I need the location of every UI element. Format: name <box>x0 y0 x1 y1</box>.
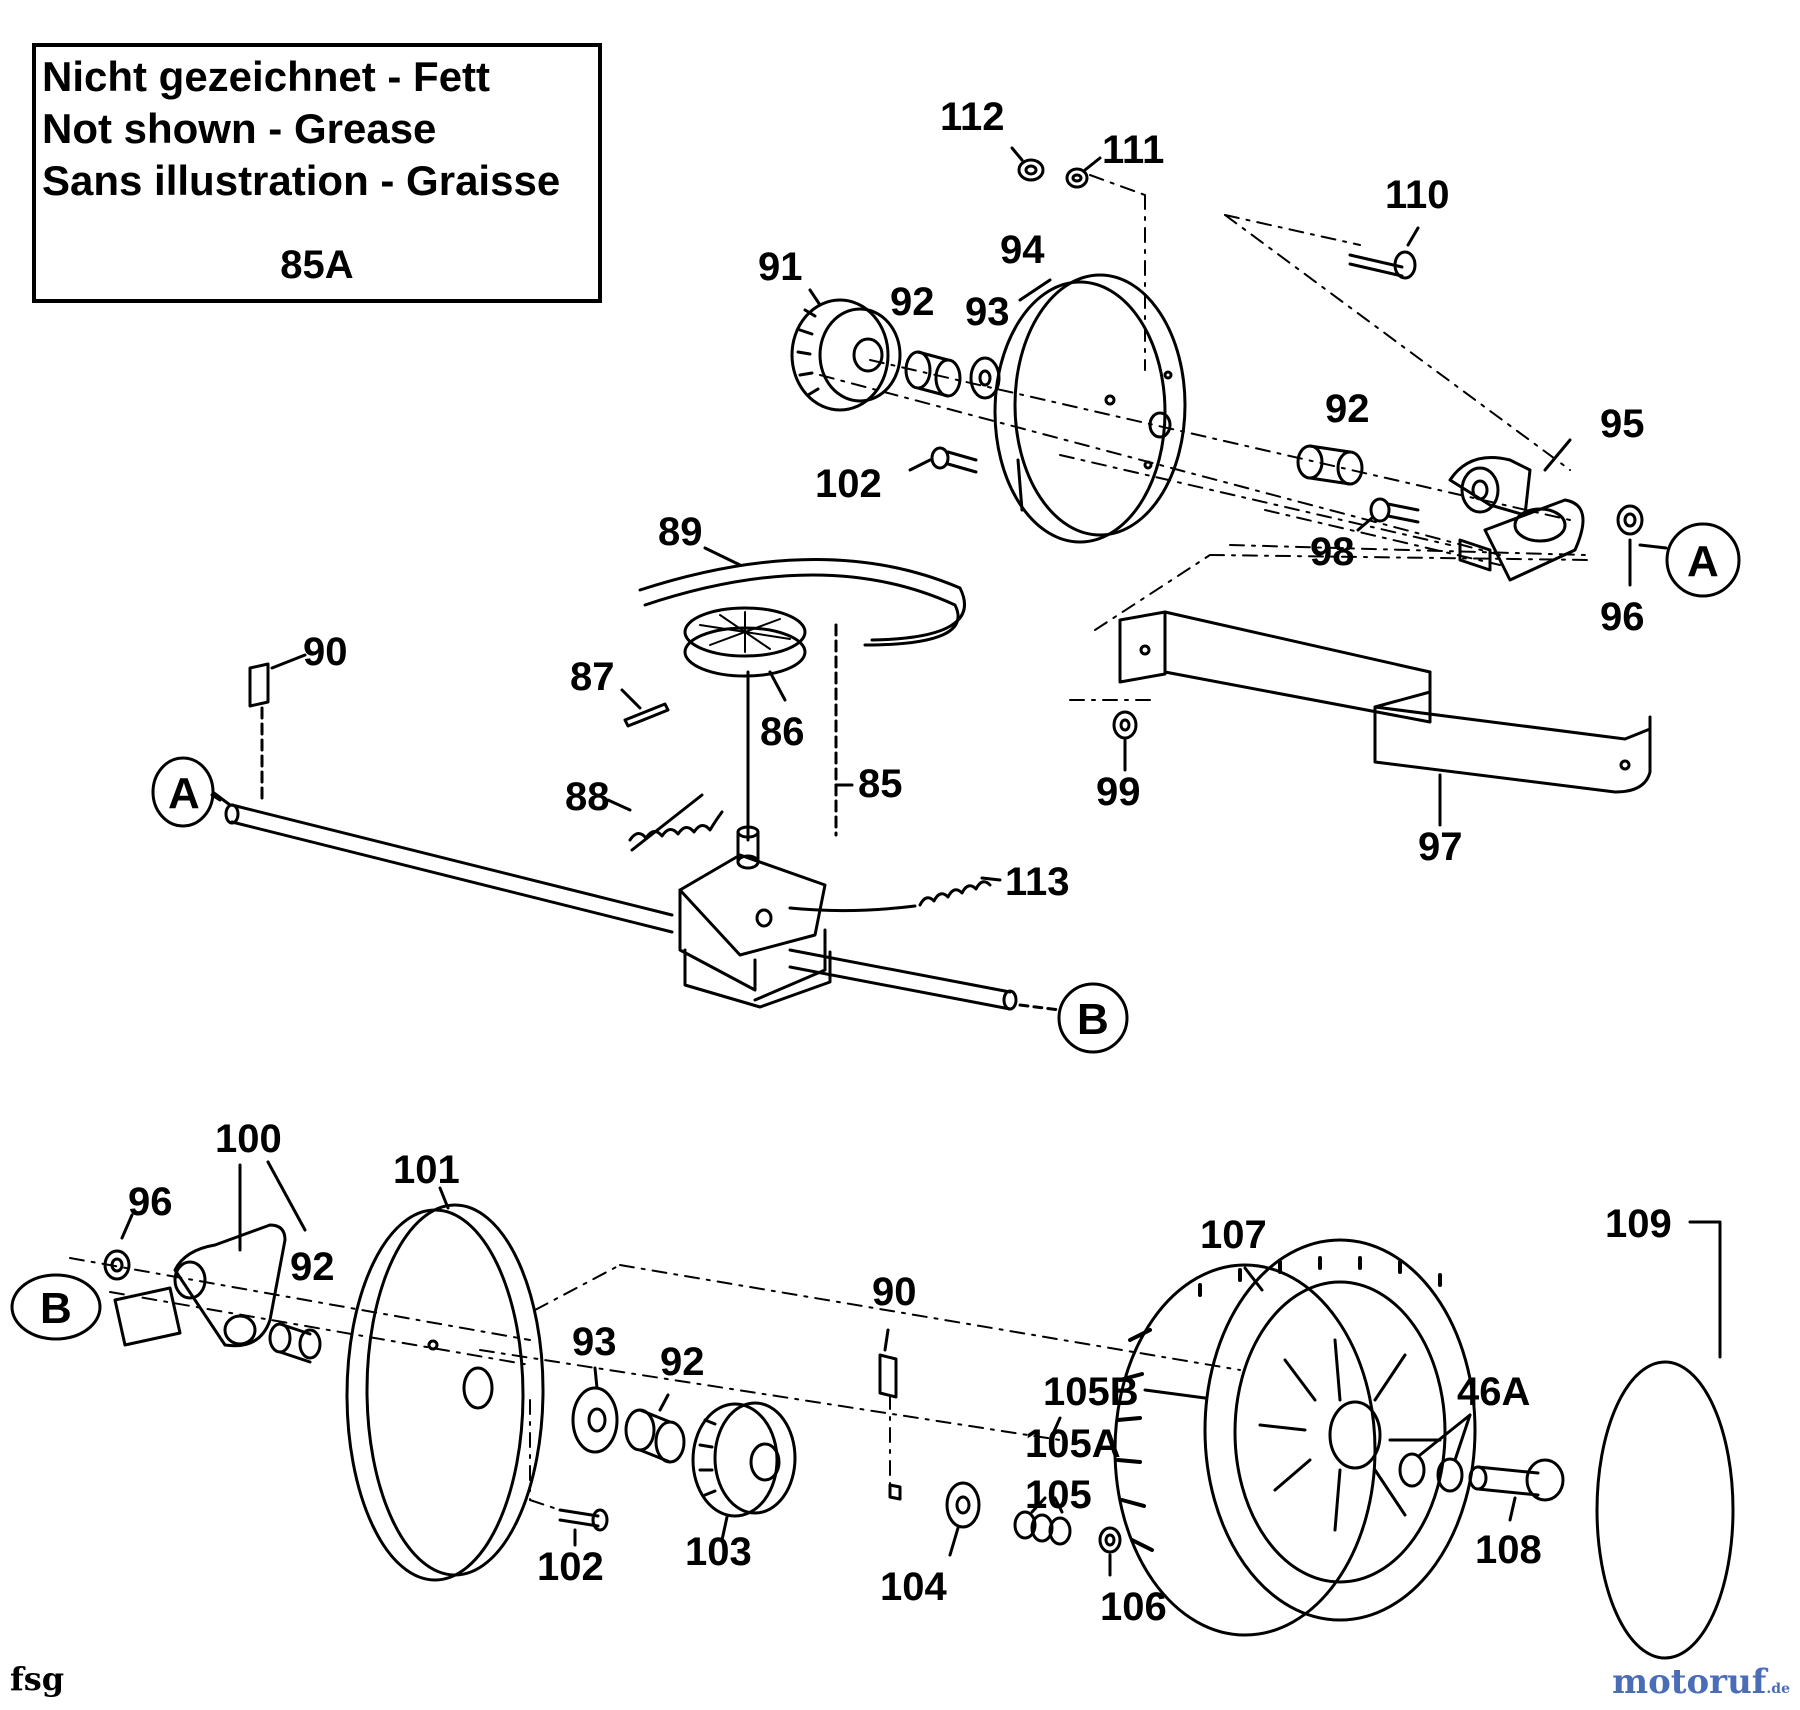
label-93-top: 93 <box>965 290 1010 334</box>
label-96-top: 96 <box>1600 595 1645 639</box>
part-102-screw-top <box>908 446 978 474</box>
label-88: 88 <box>565 775 610 819</box>
watermark-logo: motoruf.de <box>1612 1662 1790 1702</box>
label-92-right: 92 <box>1325 387 1370 431</box>
part-93-washer-bottom <box>571 1366 619 1454</box>
part-87-key <box>620 688 670 728</box>
callout-b-mid: B <box>1077 995 1109 1044</box>
label-113: 113 <box>1005 860 1070 904</box>
label-108: 108 <box>1475 1528 1542 1572</box>
label-102-bottom: 102 <box>537 1545 604 1589</box>
label-97: 97 <box>1418 825 1463 869</box>
watermark-tld: .de <box>1766 1681 1790 1697</box>
label-104: 104 <box>880 1565 947 1609</box>
label-90-bottom: 90 <box>872 1270 917 1314</box>
legend-french: Sans illustration - Graisse <box>42 157 561 204</box>
part-90-key-top <box>248 653 307 708</box>
label-107: 107 <box>1200 1213 1267 1257</box>
legend-german: Nicht gezeichnet - Fett <box>42 53 491 100</box>
part-110-bolt <box>1348 226 1420 280</box>
watermark-main: motoruf <box>1612 1662 1767 1702</box>
part-96-nut-top <box>1616 504 1644 587</box>
label-103: 103 <box>685 1530 752 1574</box>
part-113-spring <box>788 876 1002 913</box>
label-105a: 105A <box>1025 1422 1121 1466</box>
label-100: 100 <box>215 1117 282 1161</box>
part-112-nut <box>1010 146 1045 182</box>
label-105: 105 <box>1025 1473 1092 1517</box>
legend-english: Not shown - Grease <box>42 105 437 152</box>
label-112: 112 <box>940 95 1005 139</box>
label-99: 99 <box>1096 770 1141 814</box>
part-103-pinion-gear <box>691 1401 797 1542</box>
label-101: 101 <box>393 1148 460 1192</box>
part-98-screw <box>1356 497 1420 532</box>
drive-shaft <box>210 793 1062 1012</box>
label-96-bottom: 96 <box>128 1180 173 1224</box>
part-85-gearbox <box>678 825 832 1009</box>
part-91-pinion-gear <box>790 288 902 412</box>
upper-dash-lines <box>819 174 1591 701</box>
legend-box: Nicht gezeichnet - Fett Not shown - Grea… <box>32 43 602 303</box>
part-90-key-bottom <box>878 1328 902 1501</box>
label-111: 111 <box>1102 128 1164 172</box>
part-101-drive-disc <box>345 1186 545 1582</box>
label-94: 94 <box>1000 228 1045 272</box>
part-108-axle-bolt <box>1468 1458 1565 1522</box>
label-87: 87 <box>570 655 615 699</box>
part-92-bushing-top <box>904 350 962 398</box>
part-92-bushing-right <box>1296 444 1364 486</box>
label-91: 91 <box>758 245 803 289</box>
label-92-top: 92 <box>890 280 935 324</box>
footer-code: fsg <box>10 1660 65 1698</box>
callout-a-right: A <box>1687 537 1719 586</box>
part-88-spring <box>606 793 724 852</box>
label-89: 89 <box>658 510 703 554</box>
label-105b: 105B <box>1043 1370 1139 1414</box>
label-46a: 46A <box>1457 1370 1530 1414</box>
part-92-bushing-bottom <box>624 1393 686 1464</box>
part-97-bracket-bar <box>1118 610 1652 827</box>
part-107-wheel <box>1113 1238 1477 1637</box>
part-100-bearing-plate <box>113 1160 307 1348</box>
label-106: 106 <box>1100 1585 1167 1629</box>
part-96-nut-bottom <box>103 1213 134 1281</box>
callout-b-left-circle <box>10 1273 102 1341</box>
part-89-v-belt <box>638 546 966 647</box>
part-labels: 112 111 110 91 92 93 94 92 95 102 98 96 … <box>40 95 1719 1629</box>
label-85: 85 <box>858 762 903 806</box>
label-98: 98 <box>1310 530 1355 574</box>
callout-a-left: A <box>168 769 200 818</box>
label-102-top: 102 <box>815 462 882 506</box>
part-106-nut <box>1098 1526 1122 1577</box>
label-93-bottom: 93 <box>572 1320 617 1364</box>
label-90-top: 90 <box>303 630 348 674</box>
callout-b-left: B <box>40 1284 72 1333</box>
label-110: 110 <box>1385 173 1450 217</box>
part-99-nut <box>1112 710 1138 772</box>
part-111-washer <box>1065 156 1102 189</box>
label-109: 109 <box>1605 1202 1672 1246</box>
part-46a-washers <box>1398 1413 1472 1493</box>
part-86-pulley <box>683 606 807 702</box>
part-92-bushing-bottom-left <box>268 1322 322 1364</box>
lower-dash-lines <box>69 1257 1241 1511</box>
part-95-bearing-bracket <box>1448 438 1585 582</box>
label-92-bottom-left: 92 <box>290 1245 335 1289</box>
part-104-washer <box>945 1481 981 1557</box>
callout-a-right-circle <box>1665 522 1741 598</box>
label-86: 86 <box>760 710 805 754</box>
legend-part-code: 85A <box>280 243 354 287</box>
part-105-washers <box>1013 1416 1072 1546</box>
label-95: 95 <box>1600 402 1645 446</box>
part-109-hub-cap <box>1595 1220 1735 1660</box>
part-94-drive-disc <box>993 273 1187 544</box>
part-102-screw-bottom <box>558 1508 609 1547</box>
label-92-bottom: 92 <box>660 1340 705 1384</box>
callout-b-mid-circle <box>1057 982 1129 1054</box>
